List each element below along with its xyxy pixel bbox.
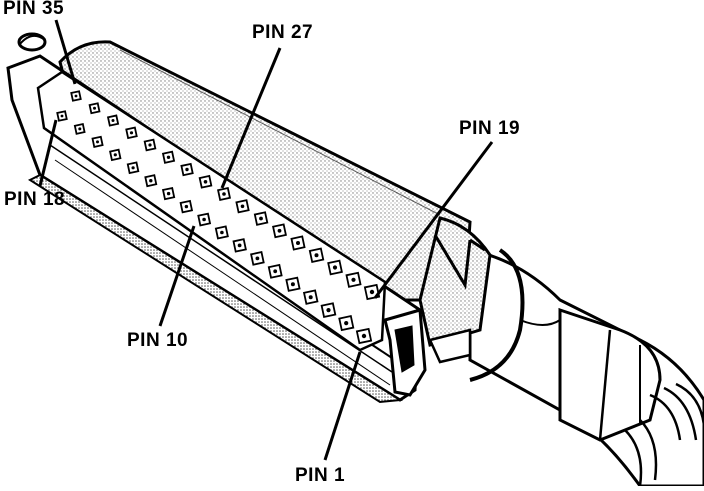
pin-contact xyxy=(149,179,153,183)
pin-contact xyxy=(369,289,375,295)
cable-assembly xyxy=(468,248,704,488)
label-pin-27: PIN 27 xyxy=(252,22,314,43)
label-pin-19: PIN 19 xyxy=(459,118,521,139)
cable-nut xyxy=(558,307,662,442)
pin-contact xyxy=(326,308,331,313)
pin-contact xyxy=(222,192,226,196)
label-pin-1: PIN 1 xyxy=(295,465,346,486)
pin-contact xyxy=(240,204,245,209)
pin-contact xyxy=(74,94,78,98)
pin-contact xyxy=(60,114,64,118)
pin-contact xyxy=(277,228,282,233)
pin-contact xyxy=(166,155,171,159)
pin-contact xyxy=(259,216,263,221)
leader-pin18 xyxy=(38,119,58,187)
pin-contact xyxy=(351,277,356,282)
pin-contact xyxy=(290,282,295,287)
pin-contact xyxy=(237,243,242,248)
label-pin-18: PIN 18 xyxy=(4,189,66,210)
leader-lines xyxy=(38,19,494,461)
pin-contact xyxy=(131,166,135,170)
pin-contact xyxy=(314,253,319,258)
leader-pin35 xyxy=(54,19,77,85)
pin-contact xyxy=(78,127,82,131)
label-pin-10: PIN 10 xyxy=(127,330,189,351)
leader-pin1 xyxy=(323,351,362,461)
pin-contact xyxy=(185,167,189,172)
pin-contact xyxy=(308,295,313,300)
body-side-face xyxy=(27,173,404,404)
cable-ribs xyxy=(624,382,704,487)
pin-cavities xyxy=(56,90,381,345)
pin-contact xyxy=(273,269,278,274)
pin-contact xyxy=(129,131,134,135)
pin-contact xyxy=(111,119,115,122)
pin-contact xyxy=(202,217,206,222)
pin-contact xyxy=(296,241,300,245)
pin-contact xyxy=(184,204,189,209)
pin-contact xyxy=(113,153,117,157)
pin-contact xyxy=(344,321,349,326)
pin-contact xyxy=(203,180,208,184)
leader-pin10 xyxy=(158,225,196,327)
pin-contact xyxy=(361,333,367,339)
pin-contact xyxy=(166,191,171,196)
pin-contact xyxy=(220,230,224,235)
pin-contact xyxy=(96,140,99,144)
pin-contact xyxy=(255,256,260,261)
leader-pin19 xyxy=(373,141,494,299)
pin-contact xyxy=(93,106,96,110)
leader-pin27 xyxy=(220,47,282,189)
pin-contact xyxy=(332,265,338,270)
pin-contact xyxy=(148,143,152,147)
label-pin-35: PIN 35 xyxy=(3,0,65,19)
